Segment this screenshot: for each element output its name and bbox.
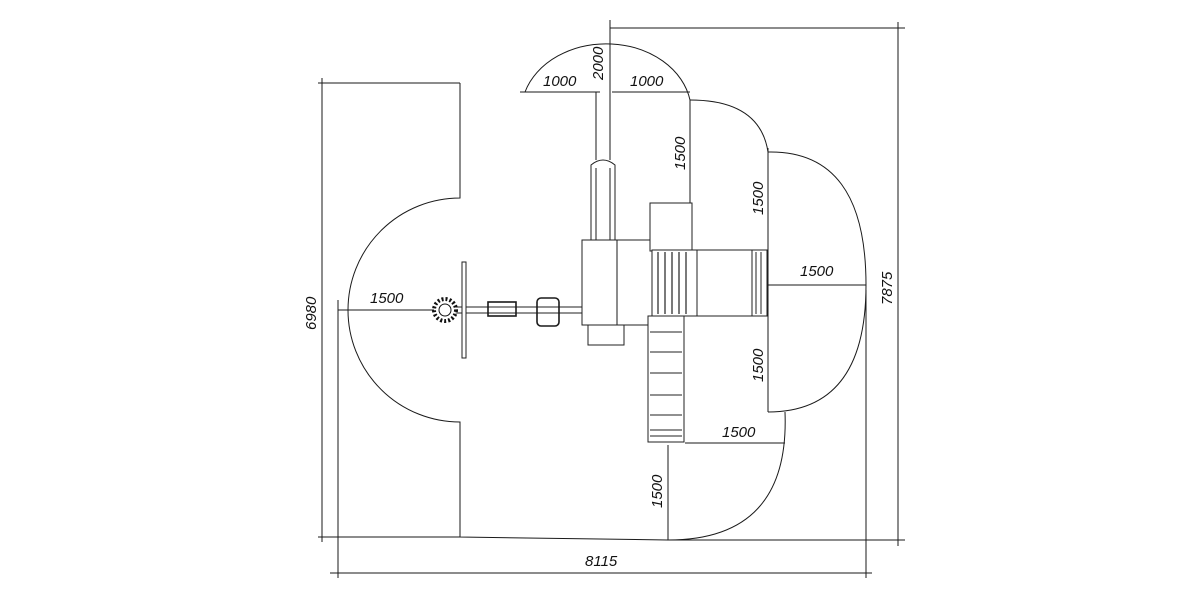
dim-left-swing: 1500 [370, 290, 404, 307]
slide [647, 315, 685, 443]
dim-bottom-slide: 1500 [722, 424, 756, 441]
tube-slide [590, 159, 616, 241]
swing-beam [439, 306, 583, 314]
dim-top-left: 1000 [543, 73, 577, 90]
dim-right-upper-1: 1500 [672, 136, 689, 170]
dim-overall-height-left: 6980 [303, 296, 320, 330]
dimension-labels: 1000 1000 2000 1500 1500 1500 1500 1500 … [303, 46, 896, 570]
play-equipment [432, 159, 768, 443]
swing-a-frame [461, 261, 467, 359]
swing-seat [487, 301, 517, 317]
baby-swing-seat [536, 297, 560, 327]
safety-zone-outline [347, 43, 867, 541]
dimension-lines [318, 20, 905, 578]
dim-right-lower: 1500 [750, 348, 767, 382]
dim-top-height: 2000 [590, 46, 607, 81]
dim-bottom-vertical: 1500 [649, 474, 666, 508]
dim-overall-height-right: 7875 [879, 271, 896, 305]
dim-top-right: 1000 [630, 73, 664, 90]
tower-ladder [587, 324, 625, 346]
dim-overall-width: 8115 [585, 553, 618, 570]
dim-right-upper-2: 1500 [750, 181, 767, 215]
bridge [651, 249, 698, 317]
dim-right-middle: 1500 [800, 263, 834, 280]
